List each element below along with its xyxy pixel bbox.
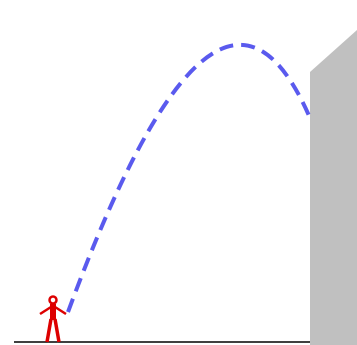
person-head bbox=[48, 295, 58, 305]
building-wall bbox=[310, 30, 357, 345]
person-right-leg bbox=[53, 318, 61, 343]
person-left-leg bbox=[45, 318, 53, 343]
person-body bbox=[50, 304, 56, 320]
person-right-arm bbox=[54, 305, 67, 316]
stick-figure-icon bbox=[39, 295, 67, 343]
person-left-arm bbox=[39, 305, 52, 316]
dashed-arc-trajectory bbox=[66, 42, 312, 313]
